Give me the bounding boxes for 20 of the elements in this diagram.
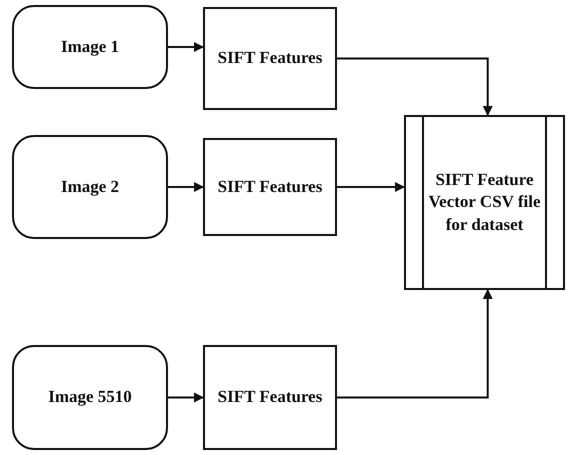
arrow — [337, 289, 493, 398]
rounded-box — [12, 5, 168, 89]
process-box — [203, 138, 337, 236]
node-label: Image 5510 — [48, 386, 132, 408]
process-box — [203, 345, 337, 450]
arrow — [168, 42, 204, 52]
node-label: SIFT Features — [218, 47, 322, 70]
predefined-process-box — [404, 115, 565, 290]
process-box — [203, 7, 337, 110]
rounded-box — [12, 135, 168, 239]
arrow — [168, 392, 204, 402]
rounded-box — [12, 345, 168, 450]
node-label: SIFT Feature Vector CSV file for dataset — [427, 169, 542, 236]
node-label: SIFT Features — [218, 386, 322, 408]
node-label: SIFT Features — [218, 176, 322, 198]
node-label: Image 2 — [60, 176, 120, 198]
node-label: Image 1 — [60, 36, 120, 58]
arrow — [337, 182, 405, 192]
arrow — [337, 58, 493, 116]
arrow — [168, 182, 204, 192]
